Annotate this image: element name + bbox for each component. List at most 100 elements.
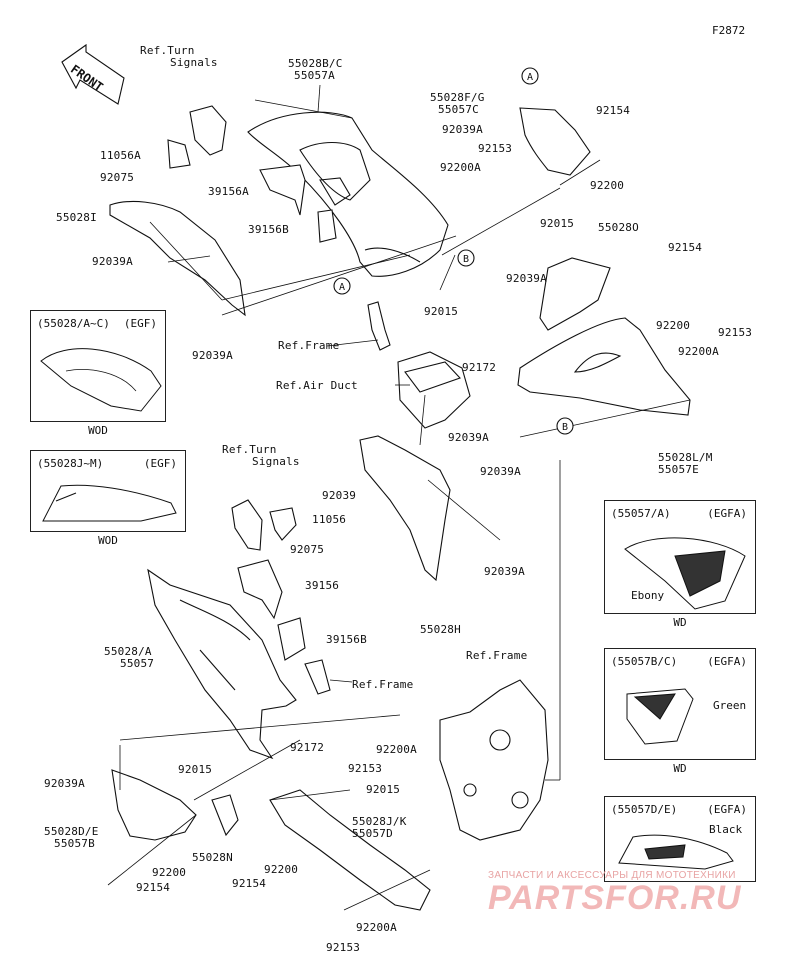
part-label-92200a-1: 92200A [440,161,481,174]
part-label-11056: 11056 [312,513,347,526]
part-label-92039a-3: 92039A [506,272,547,285]
inset-region: (EGF) [123,317,157,330]
inset-color-note: Green [713,699,747,712]
part-label-92039a-2: 92039A [92,255,133,268]
part-label-92200a-2: 92200A [678,345,719,358]
callout-b-label-2: B [562,422,568,433]
part-label-92075-a: 92075 [100,171,135,184]
watermark-tagline: ЗАПЧАСТИ И АКСЕССУАРЫ ДЛЯ МОТОТЕХНИКИ [488,870,736,881]
turn-signal-bracket-top [189,105,227,156]
watermark-logo: PARTSFOR.RU [488,879,742,917]
inset-box-55057a: (55057/A) (EGFA) Ebony WD [604,500,756,629]
inner-panel-55028o [539,257,611,331]
part-label-92015-d: 92015 [366,783,401,796]
part-label-92039a-4: 92039A [192,349,233,362]
inner-fairing-55028h [359,435,451,582]
part-label-92154-b: 92154 [668,241,703,254]
part-label-92172-a: 92172 [462,361,497,374]
inset-caption: WD [673,616,687,629]
inset-color-note: Black [709,823,743,836]
part-label-92200-a: 92200 [590,179,625,192]
part-label-11056a: 11056A [100,149,141,162]
part-label-92200-c: 92200 [152,866,187,879]
inset-fairing-sketch [618,834,734,870]
part-label-92200a-4: 92200A [356,921,397,934]
figure-id: F2872 [712,24,746,37]
inset-region: (EGF) [143,457,177,470]
part-label-92153-b: 92153 [718,326,753,339]
part-label-92154-a: 92154 [596,104,631,117]
inset-code: (55057/A) [611,507,671,520]
part-label-92153-a: 92153 [478,142,513,155]
callout-a-label-2: A [339,282,345,293]
small-panel-55028n [211,794,239,837]
inset-box-55057b-c: (55057B/C) (EGFA) Green WD [604,648,756,775]
part-label-92153-d: 92153 [326,941,361,954]
inset-caption: WD [673,762,687,775]
inset-region: (EGFA) [707,655,747,668]
inset-fairing-sketch [40,348,162,412]
main-side-fairing-part [147,568,297,760]
duct-plate-39156 [237,559,283,620]
part-label-92039-c: 92039 [322,489,357,502]
part-label-92153-c: 92153 [348,762,383,775]
belly-pan-part [269,789,431,911]
front-arrow-icon [61,43,125,105]
frame-part [439,679,549,841]
inset-box-55028j-m: (55028J~M) (EGF) WOD [30,450,186,547]
part-label-92015-c: 92015 [178,763,213,776]
part-label-39156a: 39156A [208,185,249,198]
part-label-92039a-6: 92039A [480,465,521,478]
part-label-92200-d: 92200 [264,863,299,876]
part-label-92172-b: 92172 [290,741,325,754]
part-label-55028h: 55028H [420,623,461,636]
callout-a-label: A [527,72,533,83]
ref-air-duct-label: Ref.Air Duct [276,379,358,392]
inset-code: (55028J~M) [37,457,104,470]
part-label-92039a-1: 92039A [442,123,483,136]
watermark: ЗАПЧАСТИ И АКСЕССУАРЫ ДЛЯ МОТОТЕХНИКИ PA… [488,870,788,918]
part-label-55028i: 55028I [56,211,97,224]
inset-region: (EGFA) [707,803,747,816]
lower-front-fairing-part [111,769,197,841]
part-label-92015-a: 92015 [540,217,575,230]
ref-frame-label-1: Ref.Frame [278,339,340,352]
duct-plate-39156b [317,209,337,243]
inset-caption: WOD [88,424,108,437]
inset-box-55057d-e: (55057D/E) (EGFA) Black [604,796,756,882]
inset-fairing-sketch [42,484,177,522]
inset-region: (EGFA) [707,507,747,520]
left-middle-fairing-part [109,200,246,317]
upper-cowl-part [247,111,449,277]
inset-box-55028a-c: (55028/A~C) (EGF) WOD [30,310,166,437]
ref-frame-label-2: Ref.Frame [466,649,528,662]
callout-b-top [457,249,475,267]
duct-plate-39156b-mid [277,617,306,661]
part-label-39156b-a: 39156B [248,223,289,236]
part-label-92154-c: 92154 [136,881,171,894]
callout-b-right [556,417,574,435]
part-label-92075-b: 92075 [290,543,325,556]
part-label-55028n: 55028N [192,851,233,864]
ref-frame-label-3: Ref.Frame [352,678,414,691]
part-label-92015-b: 92015 [424,305,459,318]
inset-code: (55057B/C) [611,655,678,668]
inset-code: (55028/A~C) [37,317,110,330]
turn-signal-bracket-mid [231,499,263,551]
inset-color-note: Ebony [631,589,665,602]
inset-code: (55057D/E) [611,803,678,816]
callout-a-top [521,67,539,85]
callout-b-label: B [463,254,469,265]
part-label-92039a-7: 92039A [484,565,525,578]
part-label-39156: 39156 [305,579,340,592]
inset-fairing-sketch [624,537,746,610]
